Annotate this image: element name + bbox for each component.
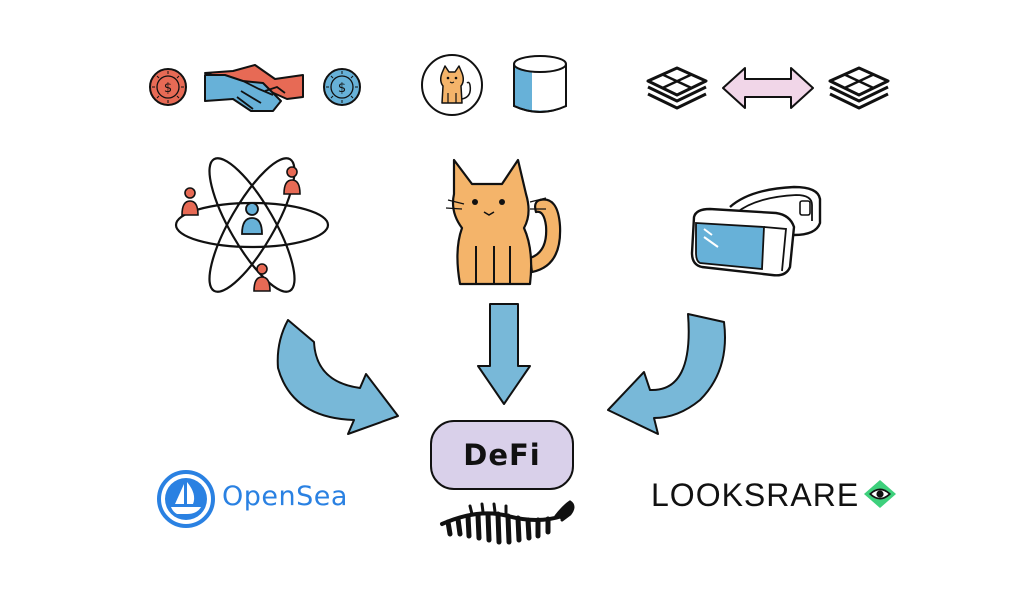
- layered-grid-icon-left: [646, 66, 708, 110]
- cat-nft-icon: [445, 158, 562, 286]
- database-cylinder-icon: [513, 55, 567, 113]
- fossil-skeleton-icon: [440, 500, 575, 545]
- defi-label: DeFi: [463, 438, 541, 472]
- swap-double-arrow-icon: [722, 67, 814, 109]
- opensea-logo-icon: [157, 470, 215, 528]
- svg-text:$: $: [164, 81, 172, 96]
- looksrare-eye-icon: [864, 480, 896, 508]
- community-atom-icon: [174, 157, 330, 293]
- defi-node: DeFi: [430, 420, 574, 490]
- vr-headset-icon: [690, 185, 822, 277]
- curved-arrow-left: [276, 319, 399, 435]
- blue-dollar-coin-icon: $: [323, 68, 361, 106]
- cat-token-icon: [421, 54, 483, 116]
- opensea-wordmark: OpenSea: [222, 481, 348, 512]
- person-icon: [181, 166, 301, 292]
- curved-arrow-right: [607, 313, 726, 435]
- layered-grid-icon-right: [828, 66, 890, 110]
- coral-dollar-coin-icon: $: [149, 68, 187, 106]
- down-arrow-center: [477, 303, 531, 405]
- svg-text:$: $: [338, 81, 346, 96]
- looksrare-wordmark: LOOKSRARE: [651, 477, 860, 513]
- handshake-icon: [204, 64, 304, 112]
